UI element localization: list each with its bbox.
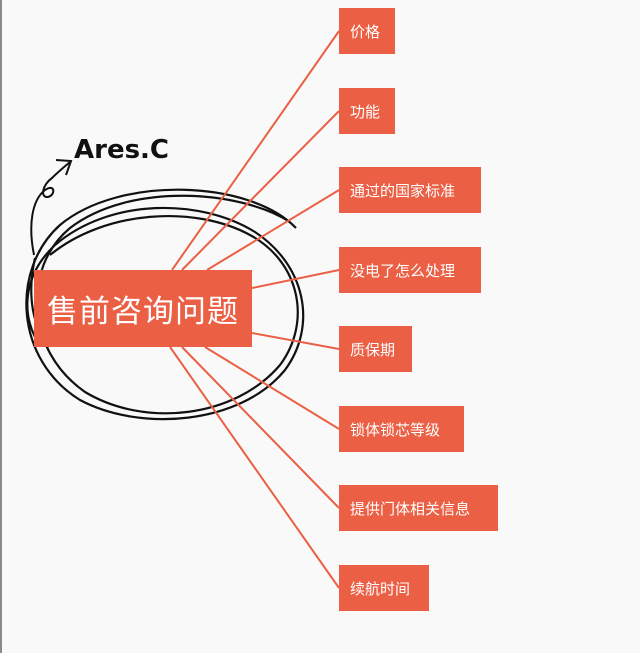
branch-node-door-info: 提供门体相关信息 [339,485,498,531]
connector-续航 [169,346,340,589]
connector-国家标准 [206,189,340,271]
connector-质保期 [251,332,340,350]
branch-node-national-standard: 通过的国家标准 [339,167,481,213]
connector-锁体锁芯 [204,346,340,430]
branch-node-lock-grade: 锁体锁芯等级 [339,406,464,452]
branch-node-features: 功能 [339,88,395,134]
branch-node-battery-life: 续航时间 [339,565,429,611]
connector-lines [169,30,340,589]
connector-门体信息 [181,346,340,509]
connector-价格 [171,30,340,271]
left-border [0,0,2,653]
root-node: 售前咨询问题 [34,270,252,347]
branch-node-power-loss: 没电了怎么处理 [339,247,481,293]
arrow-icon [30,159,73,256]
connector-功能 [181,110,340,271]
connector-没电 [251,269,340,289]
signature-label: Ares.C [74,135,170,165]
branch-node-price: 价格 [339,8,395,54]
branch-node-warranty: 质保期 [339,326,412,372]
